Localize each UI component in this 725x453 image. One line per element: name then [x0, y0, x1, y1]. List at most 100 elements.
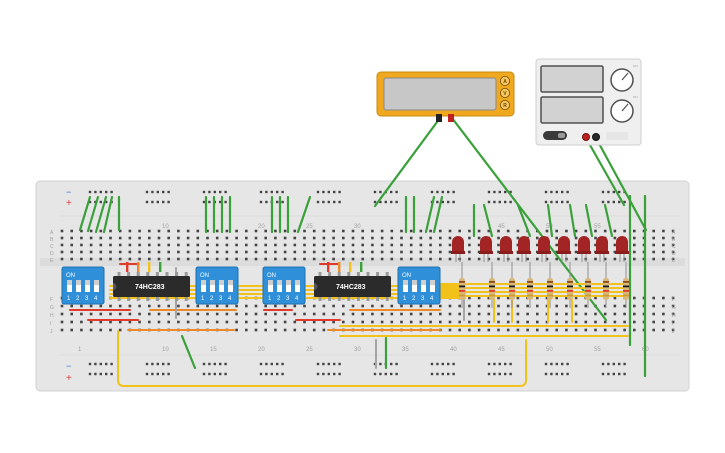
rail-hole[interactable] — [430, 362, 434, 366]
rail-hole[interactable] — [544, 190, 548, 194]
breadboard-hole[interactable] — [225, 320, 229, 324]
breadboard-hole[interactable] — [371, 236, 374, 240]
breadboard-hole[interactable] — [225, 236, 229, 240]
breadboard-hole[interactable] — [574, 320, 578, 324]
dip-toggle[interactable] — [94, 280, 99, 292]
breadboard-hole[interactable] — [283, 250, 287, 254]
breadboard-hole[interactable] — [312, 320, 316, 324]
breadboard-hole[interactable] — [342, 236, 345, 240]
breadboard-hole[interactable] — [371, 304, 374, 308]
breadboard-hole[interactable] — [177, 312, 180, 316]
breadboard-hole[interactable] — [235, 320, 238, 324]
rail-hole[interactable] — [447, 372, 450, 376]
breadboard-hole[interactable] — [215, 312, 219, 316]
rail-hole[interactable] — [316, 200, 320, 204]
breadboard-hole[interactable] — [400, 312, 403, 316]
breadboard-hole[interactable] — [254, 312, 258, 316]
breadboard-hole[interactable] — [196, 320, 200, 324]
rail-hole[interactable] — [110, 372, 113, 376]
breadboard-hole[interactable] — [429, 320, 432, 324]
breadboard-hole[interactable] — [274, 243, 277, 247]
led[interactable] — [595, 236, 609, 262]
breadboard-hole[interactable] — [477, 304, 481, 308]
breadboard-hole[interactable] — [671, 250, 675, 254]
breadboard-hole[interactable] — [332, 312, 335, 316]
rail-hole[interactable] — [219, 190, 222, 194]
multimeter-mode-button[interactable]: R — [499, 100, 510, 111]
rail-hole[interactable] — [265, 190, 268, 194]
rail-hole[interactable] — [333, 200, 336, 204]
wire-green[interactable] — [296, 195, 312, 234]
multimeter-mode-button[interactable]: A — [499, 76, 510, 87]
breadboard-hole[interactable] — [380, 250, 384, 254]
breadboard-hole[interactable] — [574, 243, 578, 247]
breadboard-hole[interactable] — [400, 236, 403, 240]
resistor[interactable] — [459, 262, 465, 308]
breadboard-hole[interactable] — [448, 320, 452, 324]
breadboard-hole[interactable] — [245, 236, 248, 240]
breadboard-hole[interactable] — [671, 296, 675, 300]
breadboard-hole[interactable] — [186, 320, 190, 324]
breadboard-hole[interactable] — [225, 229, 229, 233]
rail-hole[interactable] — [504, 190, 507, 194]
breadboard-hole[interactable] — [633, 328, 636, 332]
rail-hole[interactable] — [395, 372, 398, 376]
breadboard-hole[interactable] — [118, 320, 122, 324]
breadboard-hole[interactable] — [293, 304, 297, 308]
breadboard-hole[interactable] — [332, 236, 335, 240]
breadboard-hole[interactable] — [264, 312, 267, 316]
rail-hole[interactable] — [224, 362, 227, 366]
breadboard-hole[interactable] — [128, 320, 132, 324]
breadboard-hole[interactable] — [429, 250, 432, 254]
breadboard-hole[interactable] — [574, 296, 578, 300]
multimeter-probe-com[interactable] — [436, 114, 442, 122]
breadboard-hole[interactable] — [99, 250, 103, 254]
breadboard-hole[interactable] — [662, 257, 665, 261]
rail-hole[interactable] — [493, 200, 496, 204]
rail-hole[interactable] — [88, 372, 92, 376]
breadboard-hole[interactable] — [662, 296, 665, 300]
breadboard-hole[interactable] — [138, 229, 141, 233]
rail-hole[interactable] — [105, 362, 108, 366]
breadboard-hole[interactable] — [80, 229, 83, 233]
breadboard-hole[interactable] — [177, 257, 180, 261]
rail-hole[interactable] — [259, 362, 263, 366]
breadboard-hole[interactable] — [390, 236, 394, 240]
breadboard-hole[interactable] — [526, 257, 529, 261]
breadboard-hole[interactable] — [429, 304, 432, 308]
rail-hole[interactable] — [441, 372, 444, 376]
breadboard-hole[interactable] — [613, 304, 617, 308]
breadboard-hole[interactable] — [351, 250, 355, 254]
breadboard-hole[interactable] — [99, 304, 103, 308]
breadboard-hole[interactable] — [633, 236, 636, 240]
rail-hole[interactable] — [618, 372, 621, 376]
rail-hole[interactable] — [156, 200, 159, 204]
breadboard-hole[interactable] — [60, 328, 64, 332]
rail-hole[interactable] — [162, 372, 165, 376]
rail-hole[interactable] — [623, 200, 626, 204]
breadboard-hole[interactable] — [468, 296, 471, 300]
breadboard-hole[interactable] — [80, 257, 83, 261]
rail-hole[interactable] — [618, 362, 621, 366]
breadboard-hole[interactable] — [80, 304, 83, 308]
breadboard-hole[interactable] — [264, 236, 267, 240]
wire-green[interactable] — [180, 334, 197, 370]
rail-hole[interactable] — [322, 372, 325, 376]
breadboard-hole[interactable] — [342, 304, 345, 308]
breadboard-hole[interactable] — [60, 243, 64, 247]
rail-hole[interactable] — [281, 190, 284, 194]
rail-hole[interactable] — [601, 362, 605, 366]
breadboard-hole[interactable] — [264, 243, 267, 247]
rail-hole[interactable] — [88, 362, 92, 366]
rail-hole[interactable] — [493, 190, 496, 194]
rail-hole[interactable] — [202, 372, 206, 376]
breadboard-hole[interactable] — [138, 312, 141, 316]
breadboard-hole[interactable] — [361, 312, 364, 316]
breadboard-hole[interactable] — [662, 312, 665, 316]
breadboard-hole[interactable] — [264, 320, 267, 324]
rail-hole[interactable] — [338, 190, 341, 194]
rail-hole[interactable] — [504, 362, 507, 366]
breadboard-hole[interactable] — [603, 312, 607, 316]
